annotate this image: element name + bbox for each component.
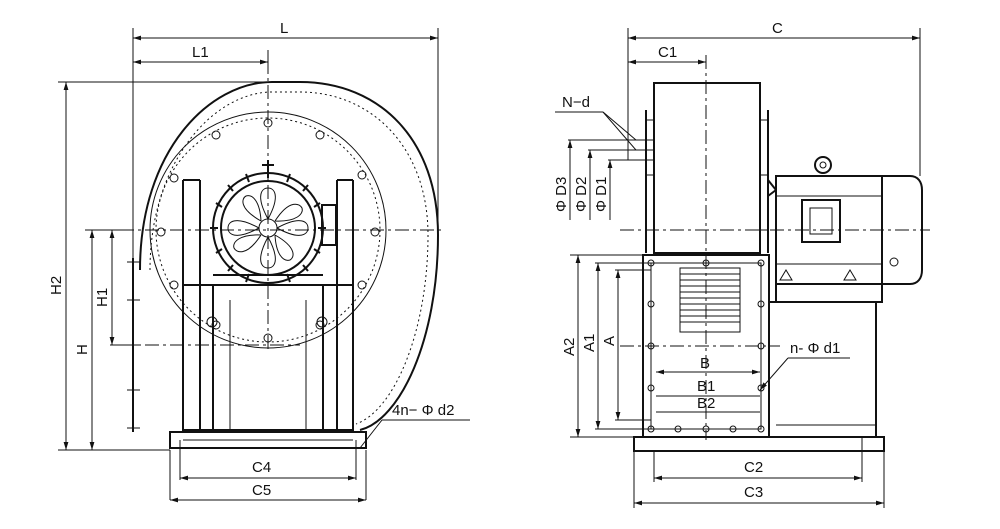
scroll-housing-inner xyxy=(149,91,429,425)
dim-label-C3: C3 xyxy=(744,484,763,501)
dim-label-H1: H1 xyxy=(94,288,111,307)
dim-label-L: L xyxy=(280,20,288,37)
scroll-housing xyxy=(139,81,440,431)
dim-label-C4: C4 xyxy=(252,459,271,476)
dim-label-C: C xyxy=(772,20,783,37)
note-4n-d2: 4n− Φ d2 xyxy=(392,402,454,419)
note-N-d: N−d xyxy=(562,94,590,111)
dim-label-H2: H2 xyxy=(48,276,65,295)
dim-label-C5: C5 xyxy=(252,482,271,499)
pedestal-frame xyxy=(182,284,354,431)
dim-label-A1: A1 xyxy=(581,334,598,352)
dim-label-B: B xyxy=(700,355,710,372)
note-n-d1: n- Φ d1 xyxy=(790,340,840,357)
dim-label-A: A xyxy=(601,336,618,346)
dim-label-D2: Φ D2 xyxy=(573,177,590,212)
dim-label-D3: Φ D3 xyxy=(553,177,570,212)
bolt-holes xyxy=(156,118,380,343)
dim-label-L1: L1 xyxy=(192,44,209,61)
dim-label-D1: Φ D1 xyxy=(593,177,610,212)
dim-label-C1: C1 xyxy=(658,44,677,61)
dim-label-B2: B2 xyxy=(697,395,715,412)
electric-motor-icon xyxy=(767,156,923,285)
motor-end-view xyxy=(210,160,337,284)
side-base-plate xyxy=(633,436,885,452)
dim-label-B1: B1 xyxy=(697,378,715,395)
dim-label-A2: A2 xyxy=(561,338,578,356)
dim-label-H: H xyxy=(74,344,91,355)
front-view: L L1 H2 H H1 C4 C5 4n− Φ d2 xyxy=(48,20,470,503)
dim-label-C2: C2 xyxy=(744,459,763,476)
side-view: C C1 N−d Φ D3 Φ D2 Φ D1 A2 A1 A B B1 B2 … xyxy=(553,20,930,508)
